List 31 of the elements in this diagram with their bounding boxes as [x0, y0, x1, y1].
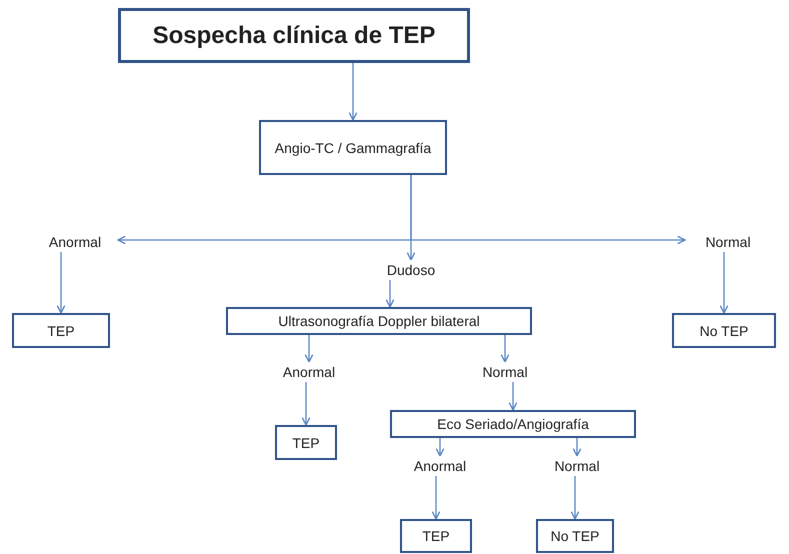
arrow — [432, 476, 440, 520]
arrow — [386, 280, 394, 308]
process-box — [226, 307, 532, 335]
process-box — [536, 519, 614, 553]
box-text: TEP — [47, 322, 75, 338]
arrow — [56, 252, 66, 314]
process-box — [390, 410, 636, 438]
box-text: No TEP — [550, 528, 600, 544]
box-text: TEP — [292, 434, 320, 450]
box-text: Sospecha clínica de TEP — [152, 22, 436, 50]
arrow — [508, 382, 518, 411]
process-box — [672, 313, 776, 348]
arrow — [572, 438, 582, 457]
box-text: Eco Seriado/Angiografía — [437, 416, 589, 432]
arrow — [302, 382, 310, 426]
process-box — [400, 519, 472, 553]
process-box — [259, 120, 447, 175]
process-box — [118, 8, 470, 63]
arrow — [500, 335, 510, 363]
process-box — [12, 313, 110, 348]
box-text: No TEP — [700, 322, 748, 338]
arrow — [410, 175, 686, 244]
arrow — [570, 476, 580, 520]
arrow — [436, 438, 444, 457]
process-box — [275, 425, 337, 460]
box-text: Angio-TC / Gammagrafía — [274, 140, 432, 156]
arrow — [348, 63, 358, 121]
arrow — [304, 335, 314, 363]
box-text: Ultrasonografía Doppler bilateral — [278, 313, 480, 329]
arrow — [720, 252, 728, 314]
box-text: TEP — [422, 528, 450, 544]
